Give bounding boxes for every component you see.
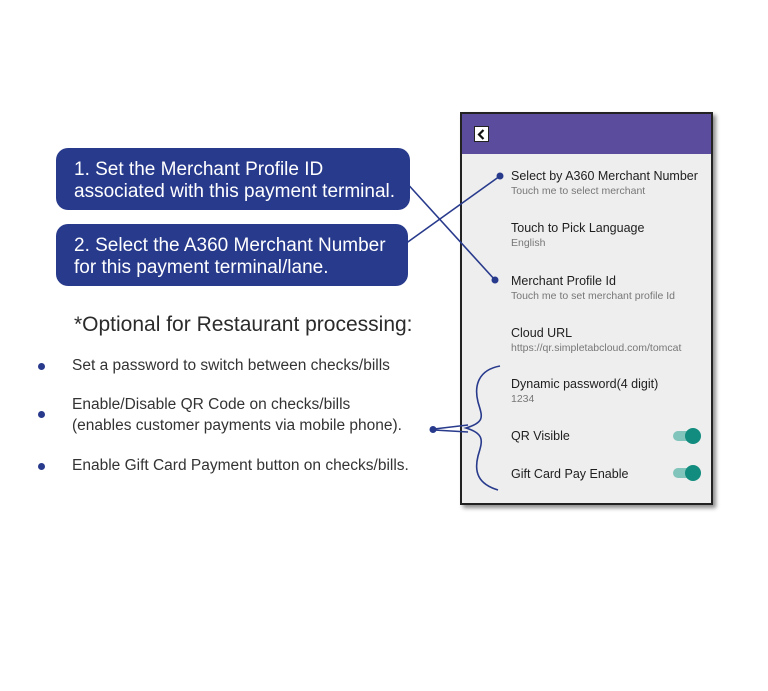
bullet-gift-card: Enable Gift Card Payment button on check… [38, 455, 458, 476]
app-bar [462, 114, 711, 154]
switch-thumb [685, 465, 701, 481]
bullet-dot-icon [38, 463, 45, 470]
bullet-dot-icon [38, 363, 45, 370]
pref-summary: English [511, 237, 546, 249]
pref-title: Select by A360 Merchant Number [511, 169, 698, 183]
bullet-qr-code: Enable/Disable QR Code on checks/bills (… [38, 394, 458, 436]
pref-merchant-profile-id[interactable]: Merchant Profile Id Touch me to set merc… [511, 274, 706, 303]
bullet-text: Enable Gift Card Payment button on check… [72, 457, 409, 474]
pref-title: Dynamic password(4 digit) [511, 377, 659, 391]
pref-cloud-url[interactable]: Cloud URL https://qr.simpletabcloud.com/… [511, 326, 706, 355]
back-button[interactable] [474, 126, 489, 142]
pref-merchant-number[interactable]: Select by A360 Merchant Number Touch me … [511, 169, 706, 198]
bullet-dot-icon [38, 411, 45, 418]
pref-summary: 1234 [511, 393, 535, 405]
pref-language[interactable]: Touch to Pick Language English [511, 221, 706, 250]
pref-summary: https://qr.simpletabcloud.com/tomcat [511, 342, 682, 354]
pref-summary: Touch me to set merchant profile Id [511, 290, 675, 302]
callout-line: associated with this payment terminal. [74, 181, 396, 202]
pref-title: QR Visible [511, 429, 570, 443]
settings-screen: Select by A360 Merchant Number Touch me … [460, 112, 713, 505]
pref-title: Merchant Profile Id [511, 274, 616, 288]
pref-title: Cloud URL [511, 326, 573, 340]
chevron-left-icon [477, 128, 485, 140]
pref-gift-card-pay: Gift Card Pay Enable [511, 467, 706, 482]
callout-line: 2. Select the A360 Merchant Number [74, 235, 386, 256]
callout-line: for this payment terminal/lane. [74, 257, 329, 278]
switch-thumb [685, 428, 701, 444]
bullet-text: (enables customer payments via mobile ph… [72, 417, 402, 434]
bullet-password: Set a password to switch between checks/… [38, 355, 458, 376]
pref-title: Touch to Pick Language [511, 221, 645, 235]
optional-bullet-list: Set a password to switch between checks/… [38, 355, 458, 474]
pref-dynamic-password[interactable]: Dynamic password(4 digit) 1234 [511, 377, 706, 406]
pref-summary: Touch me to select merchant [511, 185, 646, 197]
bullet-text: Enable/Disable QR Code on checks/bills [72, 396, 351, 413]
optional-heading: *Optional for Restaurant processing: [74, 313, 413, 336]
callout-merchant-profile-id: 1. Set the Merchant Profile ID associate… [56, 148, 410, 210]
callout-merchant-number: 2. Select the A360 Merchant Number for t… [56, 224, 408, 286]
pref-title: Gift Card Pay Enable [511, 467, 629, 481]
bullet-text: Set a password to switch between checks/… [72, 357, 390, 374]
callout-line: 1. Set the Merchant Profile ID [74, 159, 324, 180]
qr-visible-switch[interactable] [673, 428, 701, 444]
gift-card-pay-switch[interactable] [673, 465, 701, 481]
pref-qr-visible: QR Visible [511, 429, 706, 444]
